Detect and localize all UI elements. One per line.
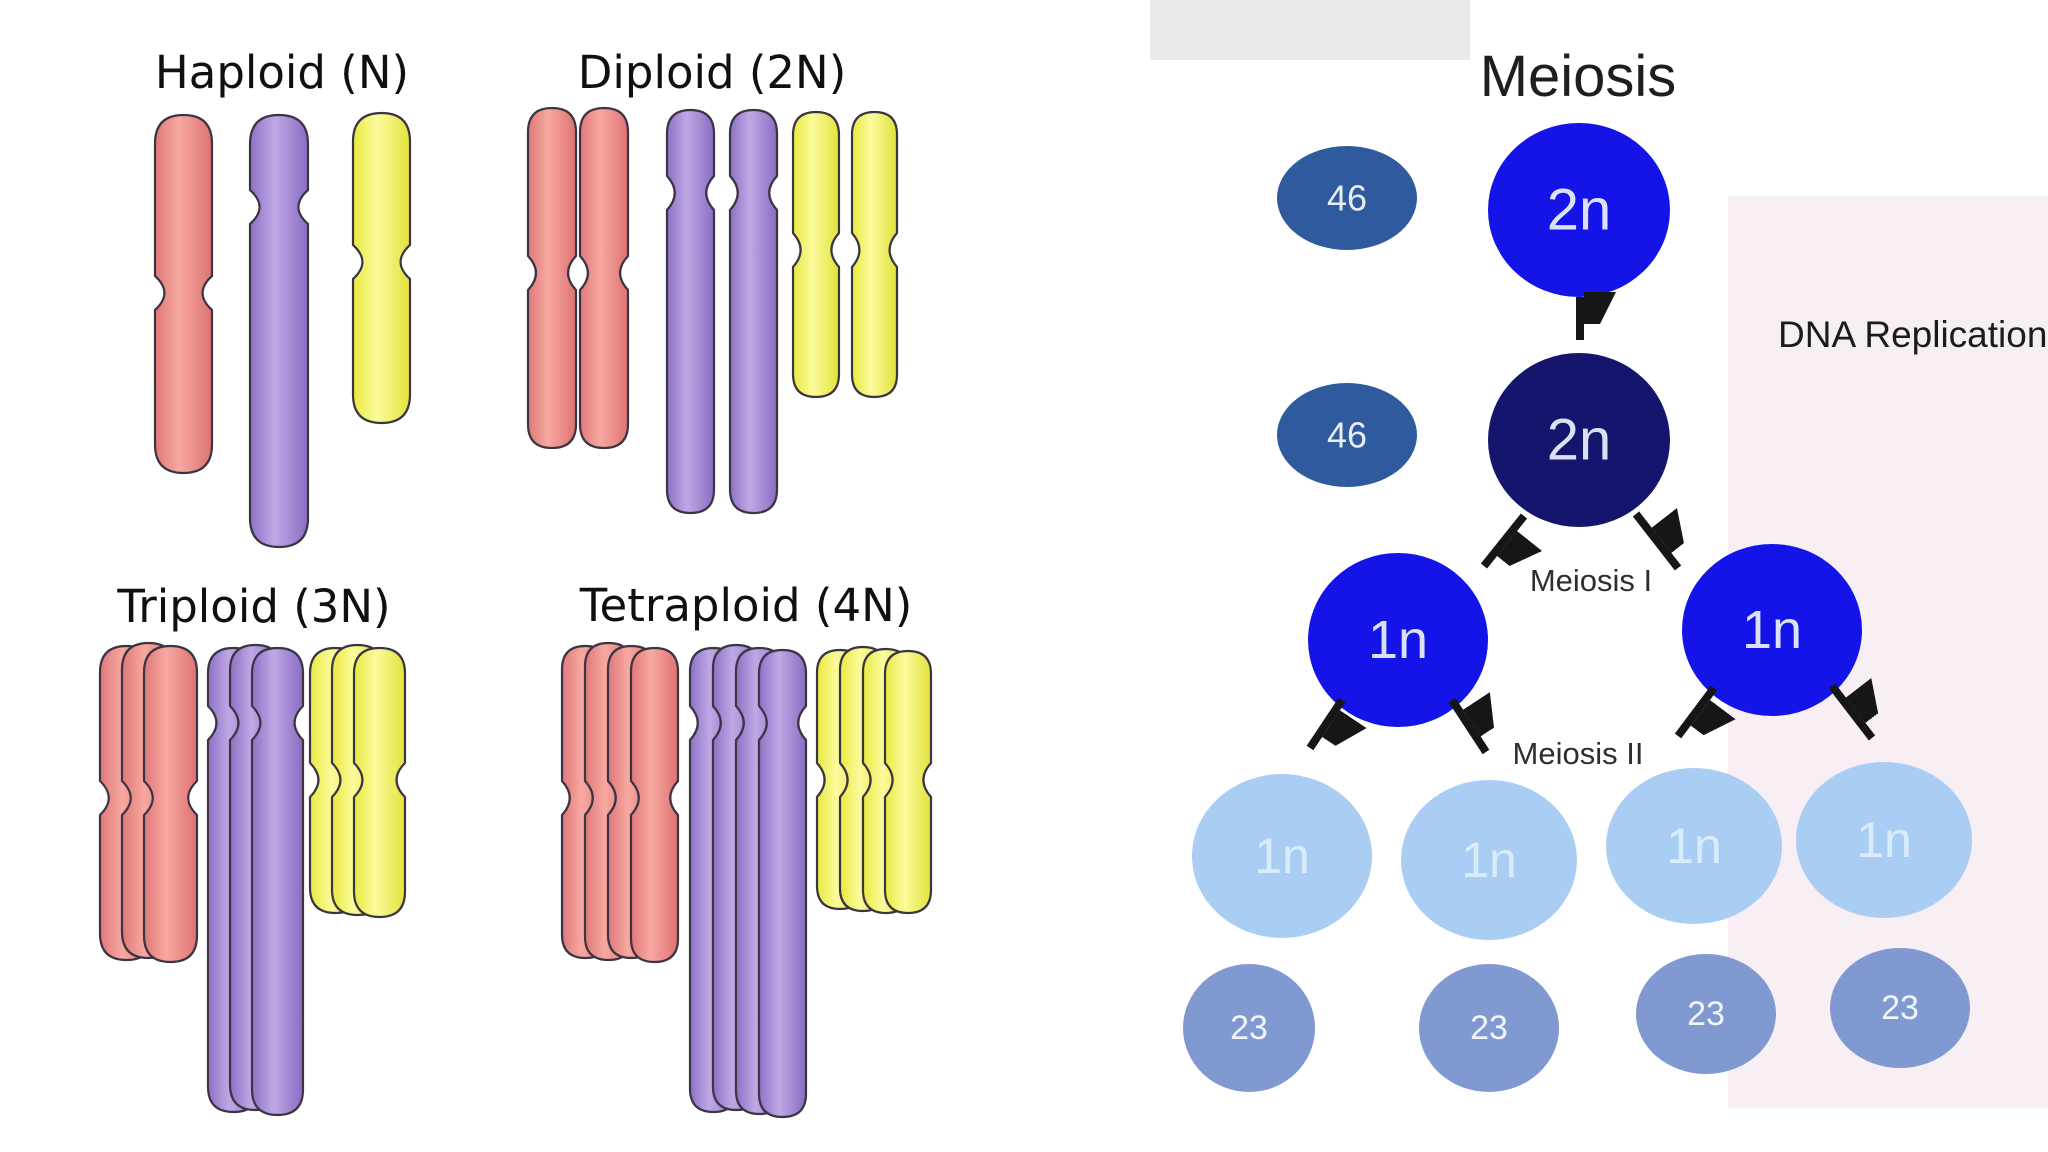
chromosome-yellow — [351, 111, 412, 425]
cell-node-2n — [1488, 353, 1670, 527]
chromosome-red — [153, 113, 214, 475]
flow-arrow — [1448, 700, 1486, 755]
cell-node-label: 23 — [1881, 989, 1919, 1027]
chromosome-yellow — [352, 646, 407, 919]
cell-node-1n — [1682, 544, 1862, 716]
meiosis-i-label: Meiosis I — [1530, 563, 1652, 598]
chromosome-purple — [248, 113, 310, 549]
meiosis-cell-nodes: 46 2n 46 2n 1n 1n 1n 1n 1n 1n 23 23 23 23 — [1183, 123, 1972, 1092]
cell-node-1n — [1308, 553, 1488, 727]
cell-node-label: 23 — [1230, 1009, 1268, 1047]
cell-node-46 — [1277, 383, 1417, 487]
chromosome-red — [629, 646, 680, 964]
chromosome-purple — [728, 108, 779, 515]
haploid-title: Haploid (N) — [155, 46, 409, 99]
cell-node-1n — [1192, 774, 1372, 938]
meiosis-title: Meiosis — [1480, 44, 1677, 109]
cell-node-label: 1n — [1666, 818, 1722, 874]
cell-node-2n — [1488, 123, 1670, 297]
cell-node-label: 1n — [1254, 828, 1310, 884]
cell-node-1n — [1401, 780, 1577, 940]
chromosome-red — [142, 644, 199, 964]
flow-arrow — [1632, 514, 1678, 571]
diploid-title: Diploid (2N) — [578, 46, 847, 99]
triploid-title: Triploid (3N) — [116, 580, 390, 633]
cell-node-1n — [1796, 762, 1972, 918]
cell-node-label: 46 — [1327, 415, 1367, 456]
chromosome-purple — [250, 646, 305, 1117]
chromosome-red — [578, 106, 630, 450]
cell-node-23 — [1419, 964, 1559, 1092]
cell-node-label: 1n — [1856, 812, 1912, 868]
top-gray-strip — [1150, 0, 1470, 60]
cell-node-label: 1n — [1461, 832, 1517, 888]
cell-node-46 — [1277, 146, 1417, 250]
flow-arrow — [1674, 685, 1714, 736]
cell-node-label: 46 — [1327, 178, 1367, 219]
cell-node-23 — [1183, 964, 1315, 1092]
meiosis-arrows — [1306, 297, 1872, 755]
flow-arrow — [1306, 697, 1342, 748]
chromosome-yellow — [791, 110, 841, 399]
cell-node-23 — [1830, 948, 1970, 1068]
flow-arrow — [1480, 513, 1524, 566]
dna-replication-label: DNA Replication — [1778, 314, 2047, 355]
cell-node-label: 23 — [1687, 995, 1725, 1033]
cell-node-label: 1n — [1742, 600, 1802, 660]
chromosome-purple — [665, 108, 716, 515]
meiosis-ii-label: Meiosis II — [1513, 736, 1644, 771]
chromosome-purple — [757, 648, 808, 1119]
flow-arrow — [1828, 686, 1872, 741]
tetraploid-title: Tetraploid (4N) — [579, 579, 913, 632]
chromosome-red — [526, 106, 578, 450]
karyotype-shapes — [98, 106, 933, 1119]
chromosome-yellow — [850, 110, 899, 399]
cell-node-23 — [1636, 954, 1776, 1074]
cell-node-1n — [1606, 768, 1782, 924]
chromosome-yellow — [883, 649, 933, 915]
cell-node-label: 23 — [1470, 1009, 1508, 1047]
cell-node-label: 1n — [1368, 610, 1428, 670]
cell-node-label: 2n — [1547, 178, 1612, 243]
cell-node-label: 2n — [1547, 408, 1612, 473]
